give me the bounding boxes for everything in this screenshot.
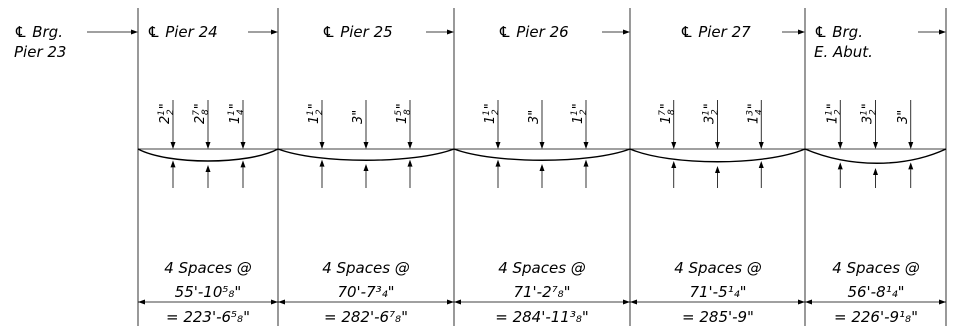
camber-value: 112" [570,103,589,124]
header-pier-25: ℄ Pier 25 [322,23,393,41]
dim-arrow-right-2 [447,299,454,305]
header-brg-e-abut-line2: E. Abut. [814,43,873,61]
camber-value: 112" [482,103,501,124]
camber-value: 212" [157,103,176,124]
camber-ordinate: 312" [860,100,879,188]
camber-ordinate: 112" [306,100,325,188]
header-brg-pier-23-line2: Pier 23 [14,43,66,61]
camber-ordinate: 112" [824,100,843,188]
camber-ordinate: 312" [702,100,721,188]
camber-value: 3" [527,110,542,124]
dim-arrow-left-3 [454,299,461,305]
camber-value: 134" [745,103,764,124]
camber-curve [137,148,947,164]
header-arrowhead-pier-24 [271,29,278,35]
span-1-spacing-label: 4 Spaces @ [164,259,252,277]
camber-ordinates: 212" 278" 114" 112" 3" 158" 112" 3" 112" 178" 312"… [157,100,914,188]
camber-value: 3" [896,110,911,124]
header-labels: ℄ Brg. Pier 23 ℄ Pier 24 ℄ Pier 25 ℄ Pie… [14,23,946,61]
header-pier-27: ℄ Pier 27 [680,23,751,41]
camber-ordinate: 158" [394,100,413,188]
camber-value: 312" [702,103,721,124]
header-arrowhead-pier-26 [623,29,630,35]
span-5-spacing-value: 56'-8¹₄" [847,283,904,301]
dim-arrow-right-5 [939,299,946,305]
dim-arrow-right-4 [798,299,805,305]
span-dimension-arrowheads [138,299,946,305]
camber-value: 112" [306,103,325,124]
pier-centerlines [137,8,947,326]
dim-arrow-right-1 [271,299,278,305]
camber-value: 178" [658,103,677,124]
camber-value: 112" [824,103,843,124]
span-3-total-length: = 284'-11³₈" [495,308,589,326]
camber-ordinate: 134" [745,100,764,188]
camber-ordinate: 212" [157,100,176,188]
camber-ordinate: 112" [482,100,501,188]
header-arrowhead-e-abut [939,29,946,35]
span-1-total-length: = 223'-6⁵₈" [166,308,250,326]
span-2-spacing-label: 4 Spaces @ [322,259,410,277]
dim-arrow-left-1 [138,299,145,305]
camber-ordinate: 3" [896,100,914,188]
span-5-spacing-label: 4 Spaces @ [832,259,920,277]
camber-ordinate: 3" [351,100,369,188]
dim-arrow-left-4 [630,299,637,305]
header-arrowhead-pier-25 [447,29,454,35]
camber-value: 158" [394,103,413,124]
header-arrowhead-pier-27 [798,29,805,35]
header-pier-26: ℄ Pier 26 [498,23,569,41]
camber-value: 114" [227,103,246,124]
span-1-spacing-value: 55'-10⁵₈" [175,283,242,301]
camber-ordinate: 278" [192,100,211,188]
dim-arrow-left-5 [805,299,812,305]
span-4-spacing-value: 71'-5¹₄" [689,283,746,301]
span-4-total-length: = 285'-9" [682,308,754,326]
span-3-spacing-value: 71'-2⁷₈" [513,283,570,301]
header-brg-e-abut-line1: ℄ Brg. [814,23,863,41]
camber-value: 278" [192,103,211,124]
span-2-spacing-value: 70'-7³₄" [337,283,394,301]
camber-ordinate: 3" [527,100,545,188]
camber-ordinate: 112" [570,100,589,188]
camber-value: 3" [351,110,366,124]
header-arrowhead-pier-23 [131,29,138,35]
camber-ordinate: 114" [227,100,246,188]
header-pier-24: ℄ Pier 24 [147,23,218,41]
dim-arrow-left-2 [278,299,285,305]
span-5-total-length: = 226'-9¹₈" [834,308,918,326]
span-2-total-length: = 282'-6⁷₈" [324,308,408,326]
span-4-spacing-label: 4 Spaces @ [674,259,762,277]
camber-ordinate: 178" [658,100,677,188]
dim-arrow-right-3 [623,299,630,305]
camber-value: 312" [860,103,879,124]
header-brg-pier-23-line1: ℄ Brg. [14,23,63,41]
span-labels: 4 Spaces @ 55'-10⁵₈" = 223'-6⁵₈" 4 Space… [164,259,920,326]
span-3-spacing-label: 4 Spaces @ [498,259,586,277]
